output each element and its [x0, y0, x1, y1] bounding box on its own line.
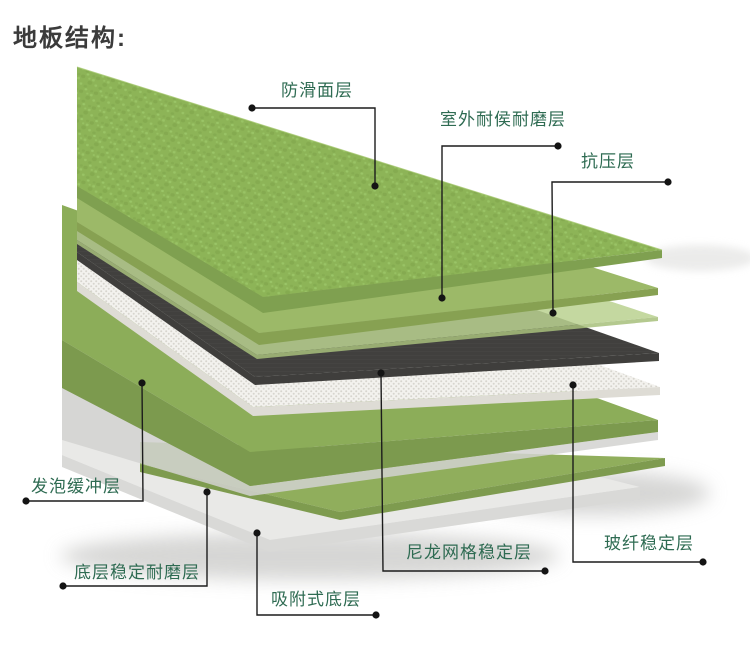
label-absorption-base: 吸附式底层 [271, 590, 361, 609]
label-bottom-stable-wear: 底层稳定耐磨层 [74, 563, 200, 582]
leader-lines [26, 107, 703, 616]
leader-foam [26, 382, 144, 502]
leader-absorption [256, 533, 376, 616]
layer-antislip-surface [76, 66, 663, 313]
label-antislip-surface: 防滑面层 [281, 81, 353, 100]
leader-outdoor-wear [441, 145, 558, 298]
top-edge-highlight [76, 66, 663, 251]
leader-bottom-wear [63, 492, 208, 587]
label-outdoor-weather-wear: 室外耐侯耐磨层 [440, 110, 566, 129]
label-foam-cushion: 发泡缓冲层 [31, 477, 121, 496]
tip-shadow [645, 245, 750, 271]
leader-fiberglass [572, 385, 703, 563]
page-title: 地板结构: [13, 25, 127, 52]
leader-compression [551, 181, 668, 314]
leader-dots [22, 104, 707, 619]
leader-nylon-grid [380, 372, 545, 572]
label-fiberglass-stable: 玻纤稳定层 [604, 534, 694, 553]
label-nylon-grid-stable: 尼龙网格稳定层 [406, 543, 532, 562]
ground-shadow-front [60, 532, 560, 580]
label-compression-resistant: 抗压层 [581, 152, 635, 171]
leader-antislip [252, 107, 376, 186]
